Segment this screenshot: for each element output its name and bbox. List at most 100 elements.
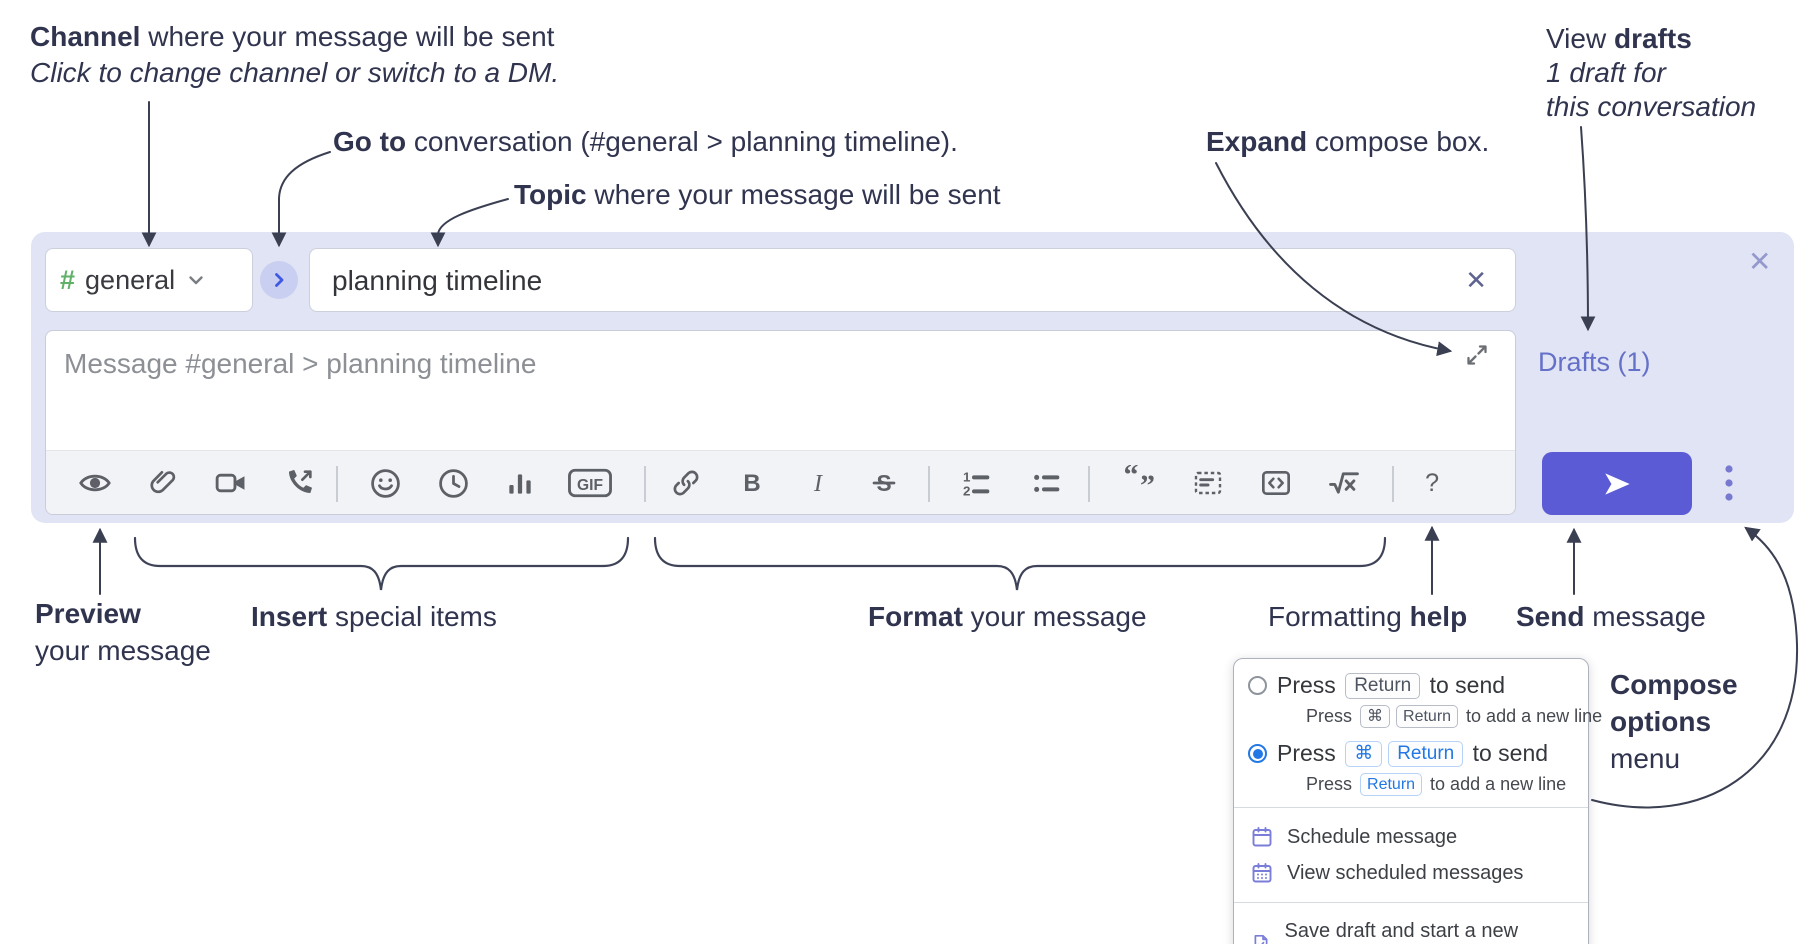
formatting-help-annotation: Formatting help [1268,601,1468,632]
gif-button[interactable]: GIF [560,459,620,507]
compose-options-button[interactable] [1714,458,1744,510]
bar-chart-icon [509,474,531,494]
channel-hash-icon: # [60,264,76,295]
draft-file-check-icon [1254,934,1268,944]
topic-field: ✕ [309,248,1516,313]
question-mark-icon: ? [1425,469,1439,497]
close-compose-button[interactable]: ✕ [1742,248,1777,276]
emoji-button[interactable] [361,459,409,507]
link-button[interactable] [662,459,710,507]
bold-button[interactable]: B [728,459,776,507]
toolbar-divider [336,466,338,502]
expand-annotation: Expand compose box. [1206,126,1490,157]
compose-options-annotation: Compose [1610,669,1738,700]
insert-annotation: Insert special items [251,601,497,632]
channel-selector[interactable]: # general [45,248,253,312]
preview-button[interactable] [71,459,119,507]
svg-text:?: ? [1425,469,1439,497]
view-drafts-annotation-line3: this conversation [1546,91,1757,122]
bold-icon: B [743,470,760,497]
svg-text:B: B [743,470,760,497]
return-key-chip: Return [1388,740,1464,767]
code-icon [1262,471,1290,495]
svg-text:2: 2 [963,484,970,499]
video-call-button[interactable] [207,459,255,507]
toolbar-divider [644,466,646,502]
video-camera-icon [215,473,245,493]
format-annotation: Format your message [868,601,1147,632]
toolbar-divider [1088,466,1090,502]
math-sqrt-icon [1329,472,1359,494]
gif-icon: GIF [568,468,612,498]
channel-annotation-line2: Click to change channel or switch to a D… [30,57,560,88]
vertical-ellipsis-icon [1725,464,1733,501]
bulleted-list-button[interactable] [1022,459,1070,507]
poll-button[interactable] [496,459,544,507]
menu-divider [1234,807,1588,808]
italic-button[interactable]: I [794,459,842,507]
view-drafts-annotation: View drafts [1546,23,1692,54]
italic-icon: I [813,471,823,497]
attach-file-button[interactable] [139,459,187,507]
return-key-chip: Return [1396,705,1459,728]
channel-annotation: Channel where your message will be sent [30,21,555,52]
menu-divider [1234,902,1588,903]
preview-annotation: Preview [35,598,141,629]
numbered-list-button[interactable]: 1 2 [952,459,1000,507]
send-annotation: Send message [1516,601,1706,632]
menu-item-save-draft[interactable]: Save draft and start a new message [1234,914,1588,944]
toolbar-divider [1392,466,1394,502]
smiley-icon [370,468,400,498]
radio-selected[interactable] [1248,744,1267,763]
message-input[interactable]: Message #general > planning timeline [64,348,537,379]
code-button[interactable] [1252,459,1300,507]
quote-button[interactable]: “ ” [1116,459,1164,507]
formatting-help-button[interactable]: ? [1408,459,1456,507]
phone-call-icon [289,469,313,493]
cmd-key-chip: ⌘ [1345,740,1383,767]
return-key-chip: Return [1345,672,1421,699]
quote-icon: “ ” [1124,465,1156,501]
spoiler-button[interactable] [1184,459,1232,507]
spoiler-icon [1194,471,1222,495]
send-button[interactable] [1542,452,1692,515]
voice-call-button[interactable] [275,459,323,507]
eye-icon [79,474,111,492]
goto-annotation: Go to conversation (#general > planning … [333,126,958,157]
svg-text:1: 1 [963,470,971,485]
paperclip-icon [150,471,176,494]
insert-brace [133,536,630,591]
topic-input[interactable] [330,249,1444,313]
paper-plane-send-icon [1605,472,1630,495]
view-drafts-annotation-line2: 1 draft for [1546,57,1666,88]
strikethrough-icon: S [872,470,896,496]
link-icon [673,470,699,496]
compose-options-annotation-line3: menu [1610,743,1681,774]
menu-item-view-scheduled[interactable]: View scheduled messages [1234,855,1588,891]
send-option-cmd-return[interactable]: Press ⌘Return to send Press Return to ad… [1234,740,1588,796]
svg-text:I: I [813,471,823,497]
radio-unselected[interactable] [1248,676,1267,695]
drafts-link[interactable]: Drafts (1) [1538,347,1651,377]
channel-name: general [85,264,176,295]
menu-item-schedule-message[interactable]: Schedule message [1234,819,1588,855]
clock-icon [438,468,468,498]
svg-text:GIF: GIF [577,477,603,494]
return-key-chip: Return [1360,773,1423,796]
cmd-key-chip: ⌘ [1360,705,1391,728]
calendar-grid-icon [1252,863,1272,883]
strikethrough-button[interactable]: S [860,459,908,507]
bulleted-list-icon [1034,474,1060,492]
math-button[interactable] [1320,459,1368,507]
chevron-right-icon [275,273,284,287]
toolbar-divider [928,466,930,502]
global-time-button[interactable] [429,459,477,507]
expand-compose-icon[interactable] [1462,340,1492,370]
goto-conversation-button[interactable] [260,261,298,299]
compose-options-menu: Press Return to send Press ⌘Return to ad… [1233,658,1602,944]
topic-clear-button[interactable]: ✕ [1459,266,1493,294]
send-option-return[interactable]: Press Return to send Press ⌘Return to ad… [1234,672,1602,728]
svg-text:“: “ [1124,465,1139,492]
numbered-list-icon: 1 2 [963,470,990,499]
